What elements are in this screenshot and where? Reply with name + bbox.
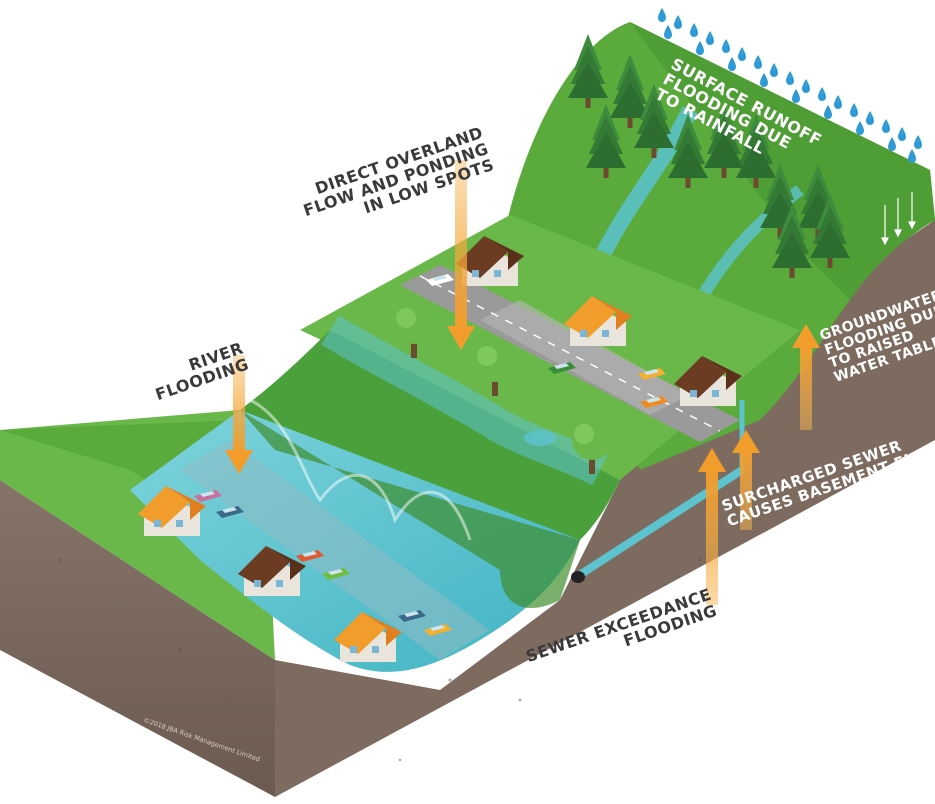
up-arrow-icon bbox=[732, 430, 760, 530]
overland-flow bbox=[321, 315, 608, 486]
down-arrow-icon bbox=[447, 160, 475, 350]
river-bank-wall bbox=[240, 410, 580, 609]
lower-slope bbox=[240, 330, 620, 555]
ponding bbox=[524, 430, 556, 446]
groundwater-small-arrows bbox=[881, 192, 916, 246]
sewer-pipe-icon bbox=[571, 571, 585, 583]
street-2 bbox=[480, 300, 690, 415]
up-arrow-icon bbox=[698, 448, 726, 605]
up-arrow-icon bbox=[792, 324, 820, 430]
soil-front-face bbox=[0, 430, 275, 797]
hill-shade bbox=[630, 22, 935, 300]
flooded-road bbox=[180, 440, 490, 660]
down-arrow-icon bbox=[225, 355, 253, 474]
flood-wall-waves bbox=[249, 398, 472, 541]
